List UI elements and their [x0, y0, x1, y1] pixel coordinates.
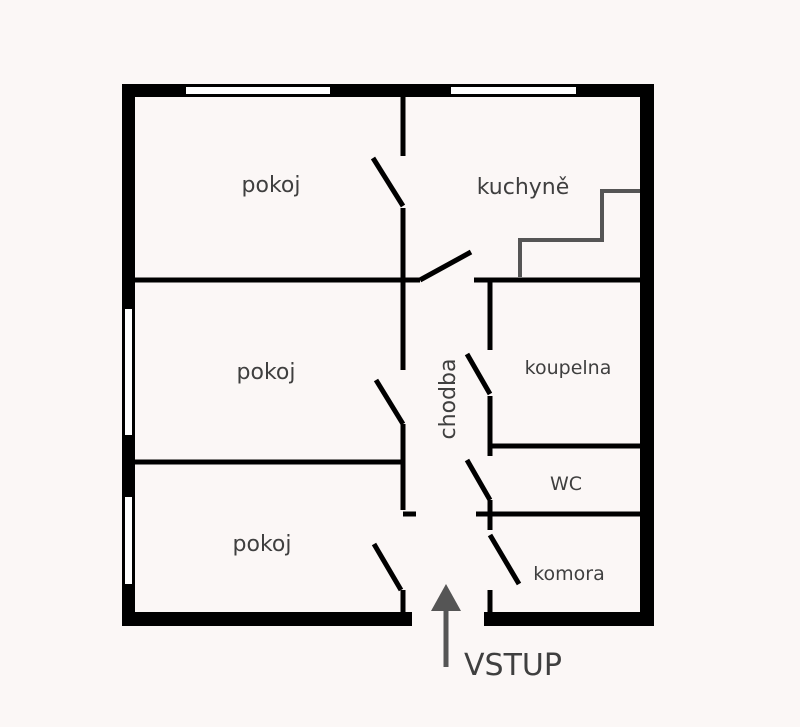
outer-walls [122, 84, 654, 626]
wall-bottom-right [484, 612, 654, 626]
door-storage [487, 533, 522, 586]
window-left-bottom [125, 497, 132, 584]
window-top-kitchen [451, 87, 576, 94]
doors [370, 156, 522, 592]
wall-bottom-left [122, 612, 412, 626]
room-label-pokoj-top: pokoj [242, 173, 301, 198]
room-label-pokoj-middle: pokoj [237, 360, 296, 385]
door-room2 [373, 378, 406, 426]
windows [125, 87, 576, 584]
room-label-storage: komora [533, 563, 605, 585]
door-toilet [464, 458, 493, 502]
door-bathroom [464, 352, 493, 396]
entrance-arrow-head [431, 584, 461, 611]
room-label-toilet: WC [550, 473, 582, 495]
interior-walls [135, 97, 640, 612]
room-label-bathroom: koupelna [525, 357, 612, 379]
room-label-pokoj-bottom: pokoj [233, 532, 292, 557]
kitchen-stair [518, 189, 640, 277]
arrow-up-icon [431, 584, 461, 667]
door-room1 [370, 156, 406, 208]
entrance-label: VSTUP [464, 648, 562, 683]
door-room3 [371, 542, 404, 592]
door-kitchen [418, 249, 473, 283]
wall-right [640, 84, 654, 626]
window-top-room [186, 87, 330, 94]
room-label-hallway: chodba [436, 359, 461, 440]
room-label-kitchen: kuchyně [477, 175, 570, 200]
window-left-middle [125, 309, 132, 435]
